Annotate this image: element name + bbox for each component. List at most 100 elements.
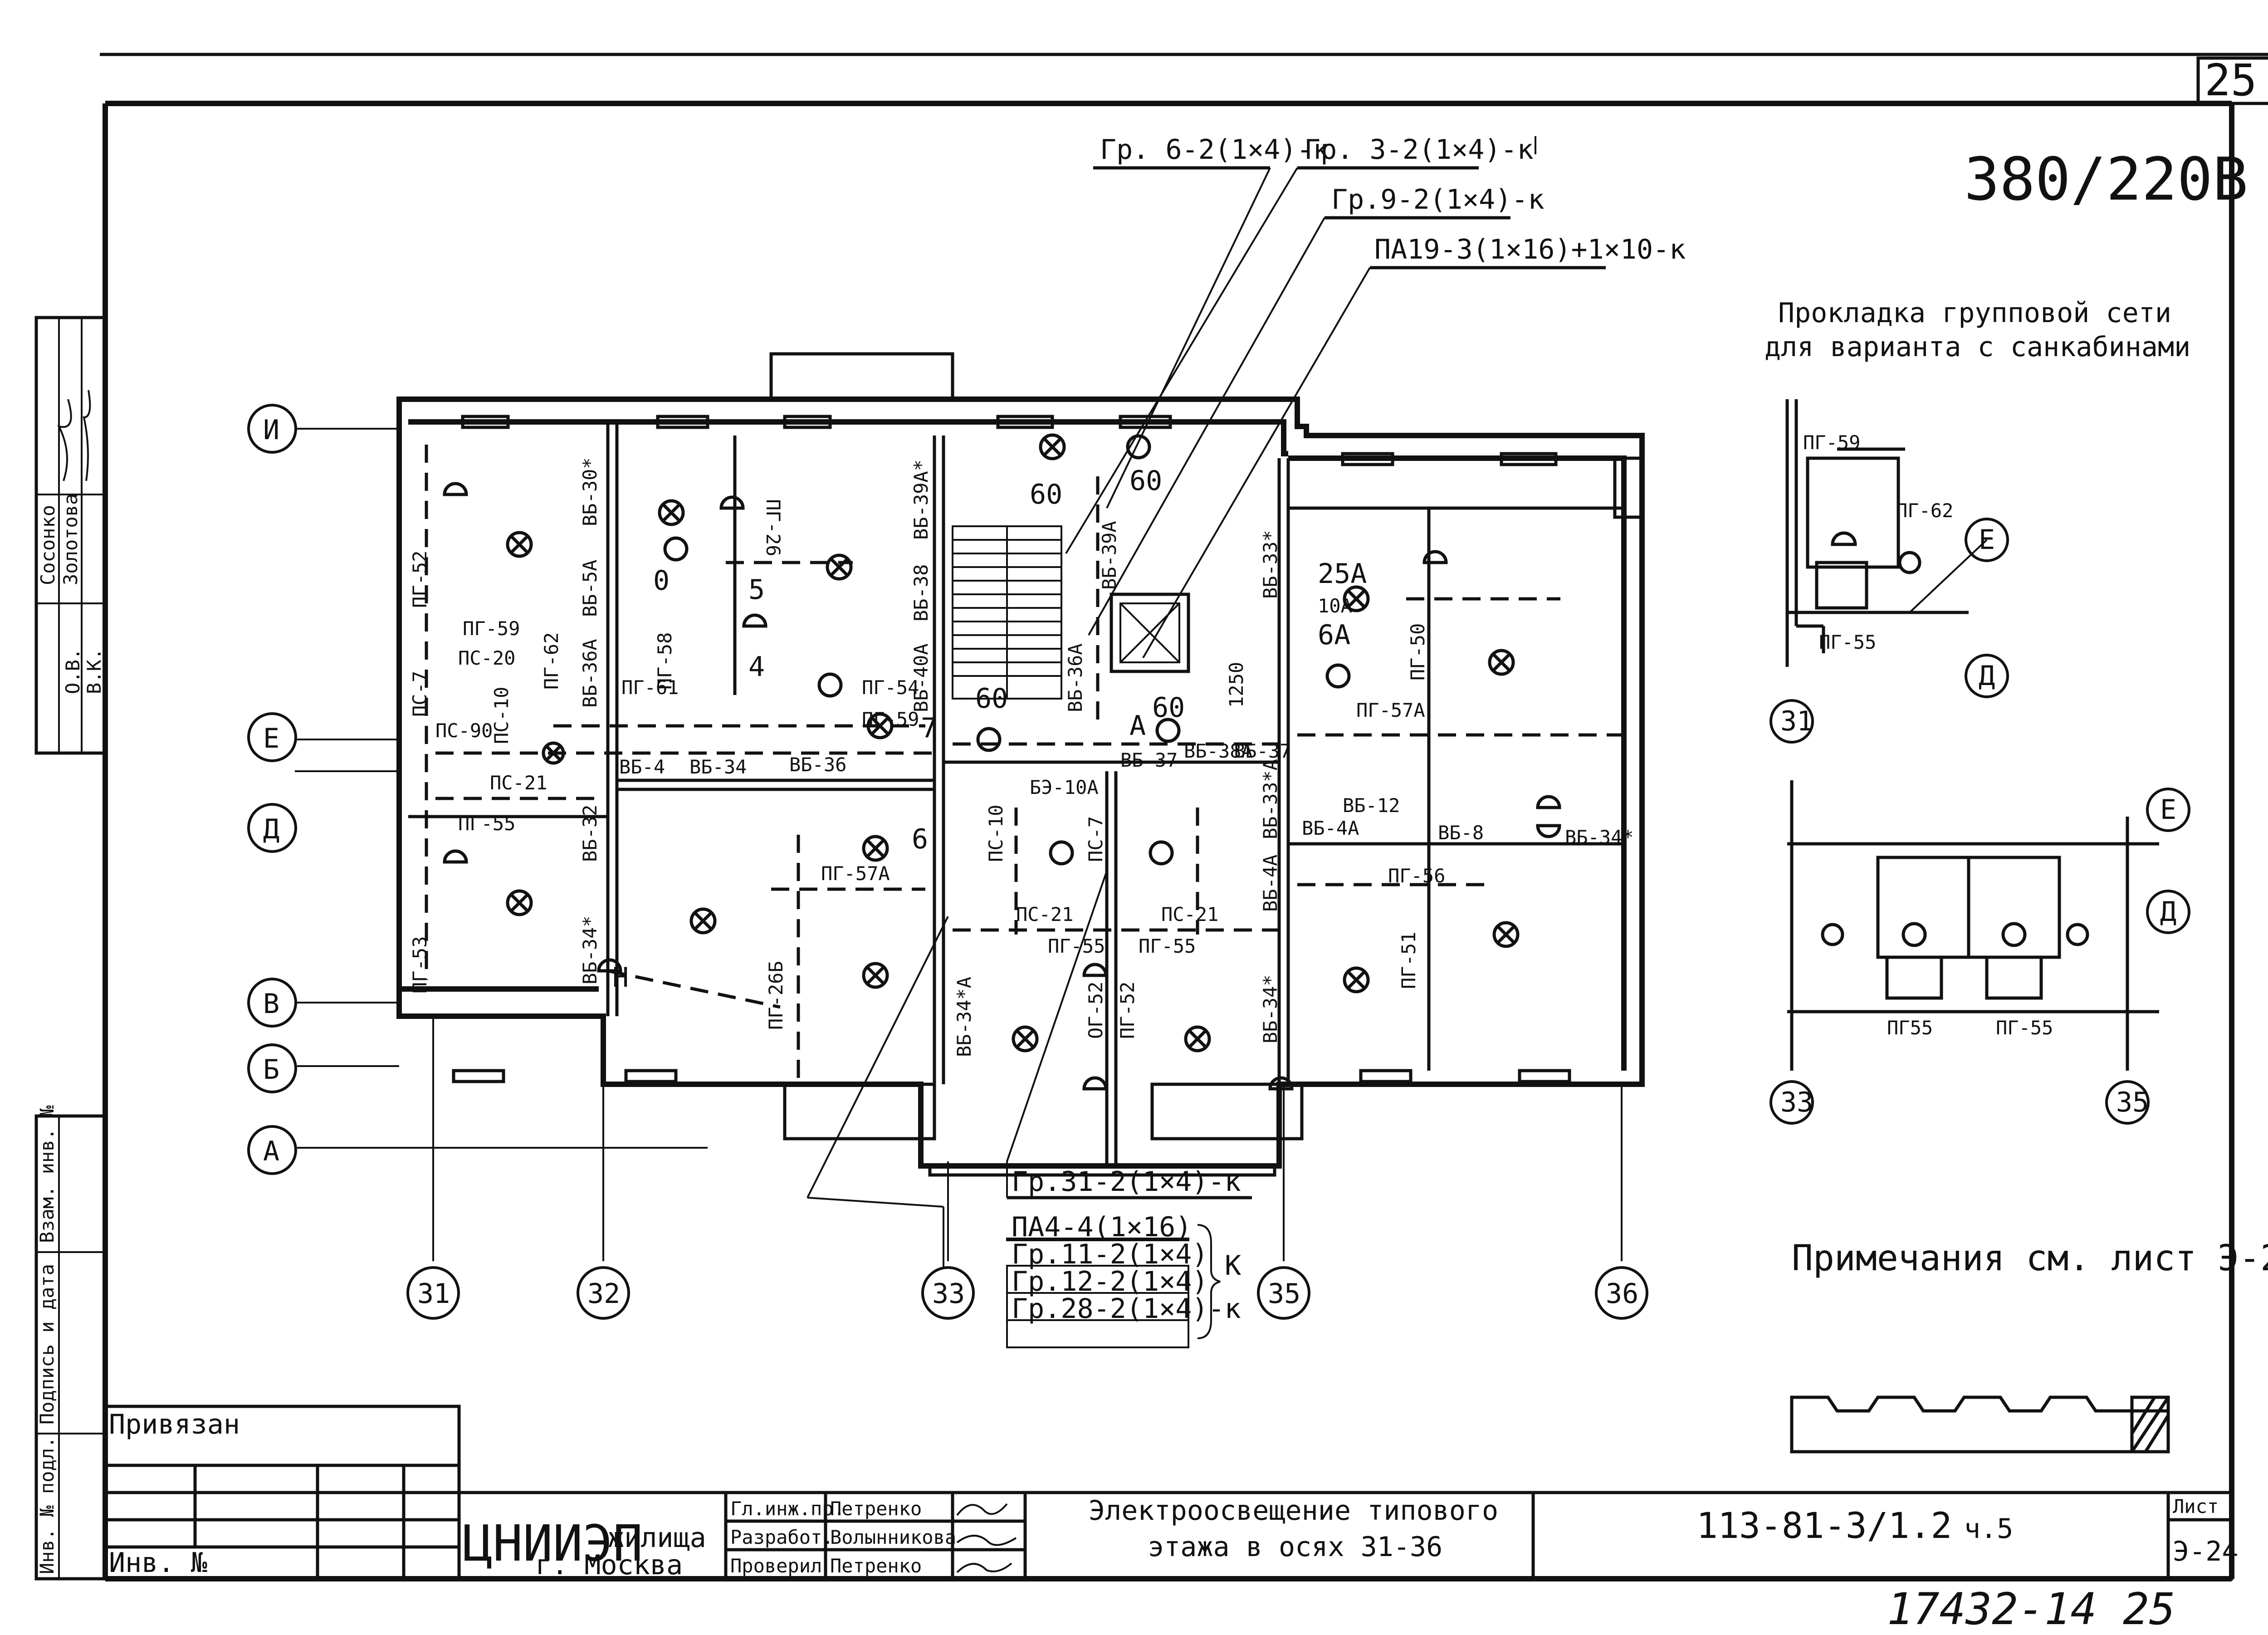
voltage-label: 380/220В <box>1964 145 2248 214</box>
plan-panel-label: ВБ-36А <box>1064 643 1086 712</box>
plan-fixture-label: ПГ-54 <box>862 676 919 699</box>
axis-col-31: 31 <box>417 1278 450 1310</box>
bottom-leaders: Гр.31-2(1×4)-к ПА4-4(1×16) Гр.11-2(1×4) … <box>1006 1161 1252 1348</box>
plan-panel-label: ВБ-34* <box>1259 974 1281 1043</box>
plan-number-label: 60 <box>975 683 1008 715</box>
inset-axis: 35 <box>2116 1087 2149 1118</box>
plan-panel-label: ВБ-4 <box>619 756 665 778</box>
plan-fixture-label: ПГ-50 <box>1407 623 1429 680</box>
inset-axis: Д <box>1979 660 1995 692</box>
plan-number-label: 0 <box>653 565 670 597</box>
plan-fixture-label: ПГ-55 <box>458 813 515 835</box>
stamp-field-podpis: Подпись и дата <box>36 1264 58 1425</box>
tb-signature <box>956 1503 1017 1573</box>
axis-col-32: 32 <box>587 1278 620 1310</box>
inset-label: ПГ-55 <box>1996 1017 2053 1039</box>
plan-panel-label: ВБ-36 <box>789 754 846 776</box>
stamp-field-vzam: Взам. инв. № <box>36 1105 58 1243</box>
plan-panel-label: ВБ-8 <box>1438 822 1484 844</box>
plan-fixture-label: ПГ-53 <box>409 936 431 994</box>
tb-doc-code: 113-81-3/1.2 <box>1696 1506 1952 1547</box>
plan-number-label: 25А <box>1318 558 1367 590</box>
plan-panel-label: ВБ-5А <box>579 560 601 617</box>
ceiling-lights <box>506 433 1520 1052</box>
tb-inv-no: Инв. № <box>109 1547 207 1579</box>
plan-fixture-label: ПГ-52 <box>409 551 431 608</box>
inset-axis: 31 <box>1780 705 1813 737</box>
stair <box>952 525 1062 700</box>
plan-panel-label: ВБ-30* <box>579 457 601 526</box>
plan-panel-label: ВБ-33* <box>1259 530 1281 599</box>
tb-title-1: Электроосвещение типового <box>1089 1495 1498 1527</box>
inset-axis: Е <box>1979 524 1995 556</box>
plan-fixture-label: ПС-7 <box>1085 816 1107 862</box>
leader-gr11: Гр.11-2(1×4) <box>1012 1238 1208 1270</box>
plan-panel-label: ВБ-38А <box>1184 740 1253 762</box>
tb-org: ЦНИИЭП <box>463 1514 643 1572</box>
archive-number: 17432-14 25 <box>1887 1584 2175 1635</box>
plan-number-label: 6А <box>1318 619 1350 651</box>
plan-fixture-label: ПГ-57А <box>821 862 890 885</box>
plan-panel-label: ВБ-38 <box>910 564 932 622</box>
plan-fixture-label: ОГ-52 <box>1085 982 1107 1039</box>
tb-title-2: этажа в осях 31-36 <box>1148 1531 1442 1563</box>
plan-number-label: Н <box>612 962 629 994</box>
tb-sheet-label: Лист <box>2173 1495 2219 1518</box>
plan-panel-label: ВБ-37 <box>1120 749 1178 771</box>
plan-fixture-label: ПГ-55 <box>1139 935 1196 957</box>
inset-title-2: для варианта с санкабинами <box>1765 331 2190 363</box>
axis-lines <box>295 428 1623 1261</box>
plan-panel-label: ВБ-37 <box>1234 740 1291 762</box>
plan-panel-label: ВБ-34*А <box>953 977 975 1057</box>
plan-fixture-label: ПГ-59 <box>463 617 520 640</box>
inset-title-1: Прокладка групповой сети <box>1778 297 2171 329</box>
axis-row-E: Е <box>263 723 279 754</box>
leader-pa19: ПА19-3(1×16)+1×10-к <box>1374 234 1686 265</box>
axis-row-I: И <box>263 414 279 446</box>
inset-label: ПГ55 <box>1887 1017 1933 1039</box>
leader-gr28: Гр.28-2(1×4)-к <box>1012 1293 1241 1325</box>
inset-label: ПГ-55 <box>1819 631 1876 653</box>
plan-panel-label: ВБ-4А <box>1302 817 1359 839</box>
plan-number-label: 60 <box>1129 465 1162 497</box>
axis-col-35: 35 <box>1268 1278 1300 1310</box>
plan-number-label: 1250 <box>1225 662 1247 708</box>
elevator-shaft <box>1110 592 1190 673</box>
tb-part: ч.5 <box>1964 1513 2013 1545</box>
plan-fixture-label: ПГ-57А <box>1356 699 1425 721</box>
plan-fixture-label: ПС-21 <box>490 772 547 794</box>
col-axes: 31 32 33 35 36 <box>406 1266 1648 1320</box>
stamp-name-2: Золотова <box>59 494 82 585</box>
axis-col-33: 33 <box>932 1278 965 1310</box>
plan-panel-label: ВБ-32 <box>579 805 601 862</box>
plan-fixture-label: ПГ-61 <box>621 676 679 699</box>
side-stamp: Сосонко Золотова О.В. В.К. Взам. инв. № … <box>34 316 107 1581</box>
plan-fixture-label: ПС-21 <box>1161 903 1218 925</box>
plan-fixture-label: ПГ-56 <box>1388 865 1445 887</box>
leader-gr3: Гр. 3-2(1×4)-к <box>1304 134 1534 166</box>
plan-number-label: 60 <box>1152 692 1185 724</box>
plan-fixture-label: ПС-90 <box>435 720 493 742</box>
plan-fixture-label: ПГ-62 <box>540 632 562 690</box>
tb-city: г. Москва <box>535 1549 683 1581</box>
row-axes: И Е Д В Б А <box>247 404 297 1175</box>
plan-fixture-label: ПГ-58 <box>654 632 676 690</box>
plan-fixture-label: ПГ-52 <box>1116 982 1139 1039</box>
plan-panel-label: БЭ-10А <box>1030 776 1099 798</box>
plan-fixture-label: ПГ-26Б <box>765 961 787 1030</box>
plan-fixture-label: ПГ-55 <box>1048 935 1105 957</box>
inset-axis: Е <box>2160 794 2176 826</box>
plan-number-label: 6 <box>912 823 928 855</box>
page-corner-number: 25 <box>2204 55 2257 106</box>
plan-number-label: 10А <box>1318 595 1352 617</box>
axis-col-36: 36 <box>1606 1278 1638 1310</box>
notes-reference: Примечания см. лист Э-20. <box>1792 1238 2268 1279</box>
section-symbol <box>1790 1395 2170 1454</box>
top-leaders: Гр. 6-2(1×4)-к Гр. 3-2(1×4)-к Гр.9-2(1×4… <box>1065 134 1686 659</box>
plan-fixture-label: ПГ-26 <box>762 499 784 556</box>
axis-row-D: Д <box>263 813 279 845</box>
inset-axis: 33 <box>1780 1087 1813 1118</box>
plan-fixture-label: ПС-7 <box>409 671 431 717</box>
leader-gr6: Гр. 6-2(1×4)-к <box>1100 134 1330 166</box>
